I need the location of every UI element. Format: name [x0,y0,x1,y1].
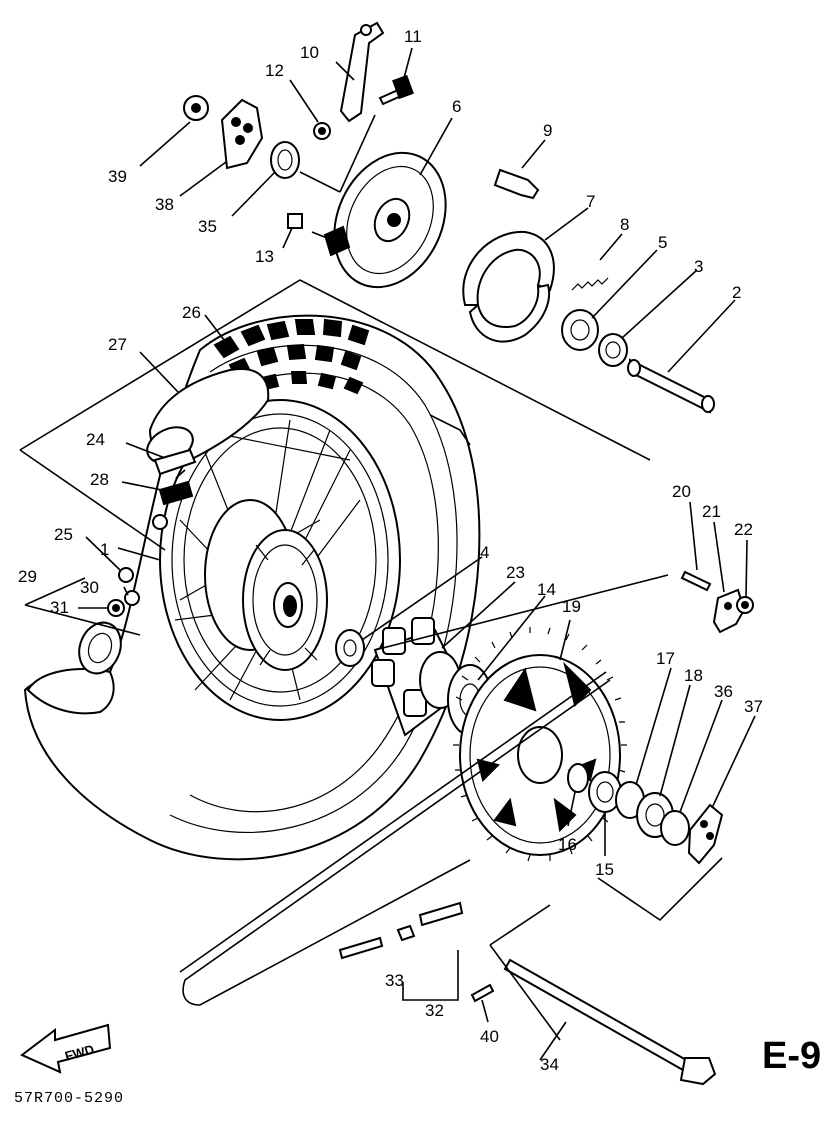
plate-21 [712,588,746,634]
callout-34: 34 [540,1055,559,1074]
callout-13: 13 [255,247,274,266]
nut-31 [107,599,125,617]
callout-22: 22 [734,520,753,539]
chain-case-29 [26,621,122,715]
fwd-arrow-icon: FWD [20,1023,112,1074]
fwd-label: FWD [63,1042,95,1064]
drawing-code: 57R700-5290 [14,1090,125,1107]
spring-8 [571,277,609,291]
bracket-38 [220,98,264,170]
callout-2: 2 [732,283,741,302]
callout-35: 35 [198,217,217,236]
callout-1: 1 [100,540,109,559]
callout-33: 33 [385,971,404,990]
callout-20: 20 [672,482,691,501]
callout-36: 36 [714,682,733,701]
bearing-4 [335,629,365,667]
hub [204,499,328,671]
spacer-2 [627,358,715,414]
callout-19: 19 [562,597,581,616]
callout-38: 38 [155,195,174,214]
callout-10: 10 [300,43,319,62]
camshaft-lever-10 [339,21,385,123]
spoke-nipple-parts [118,514,168,583]
callout-5: 5 [658,233,667,252]
callout-12: 12 [265,61,284,80]
collar-16 [567,763,589,793]
chain-joint-33 [338,924,416,960]
collar-36 [660,810,690,846]
bolt-13 [287,213,303,229]
axle-34 [503,958,717,1086]
valve-9 [493,168,540,200]
callout-3: 3 [694,257,703,276]
bolt-11 [378,74,414,106]
callout-26: 26 [182,303,201,322]
callout-25: 25 [54,525,73,544]
oil-seal-3 [598,333,628,367]
callout-28: 28 [90,470,109,489]
sprocket-19 [453,627,627,862]
rim-band-24 [153,448,197,476]
callout-14: 14 [537,580,556,599]
chain-puller-37 [687,803,724,865]
leader-lines [78,47,756,1061]
clip-40 [470,983,495,1003]
callout-24: 24 [86,430,105,449]
callout-17: 17 [656,649,675,668]
callout-11: 11 [404,27,422,46]
callout-15: 15 [595,860,614,879]
callout-18: 18 [684,666,703,685]
callout-21: 21 [702,502,721,521]
callout-32: 32 [425,1001,444,1020]
page-id: E-9 [762,1035,822,1077]
bolt-20 [680,570,712,592]
nut-39 [183,95,209,121]
callout-7: 7 [586,192,595,211]
bearing-5 [561,309,599,351]
chain-joint-32 [418,901,464,927]
callout-23: 23 [506,563,525,582]
callout-40: 40 [480,1027,499,1046]
callout-29: 29 [18,567,37,586]
nut-22 [736,596,754,614]
brake-shoe-plate-6 [323,151,447,289]
collar-35 [270,141,300,179]
callout-9: 9 [543,121,552,140]
callout-6: 6 [452,97,461,116]
callout-39: 39 [108,167,127,186]
callout-labels: 1 2 3 4 5 6 7 8 9 10 11 12 13 14 15 16 1… [18,27,763,1074]
valve-28 [158,469,194,506]
callout-4: 4 [480,543,489,562]
callout-37: 37 [744,697,763,716]
drive-chain [179,671,611,1006]
brake-shoe-7 [462,230,555,343]
callout-27: 27 [108,335,127,354]
nut-12 [313,122,331,140]
callout-8: 8 [620,215,629,234]
callout-30: 30 [80,578,99,597]
callout-16: 16 [558,835,577,854]
callout-31: 31 [50,598,69,617]
grouping-lines [19,114,723,1041]
